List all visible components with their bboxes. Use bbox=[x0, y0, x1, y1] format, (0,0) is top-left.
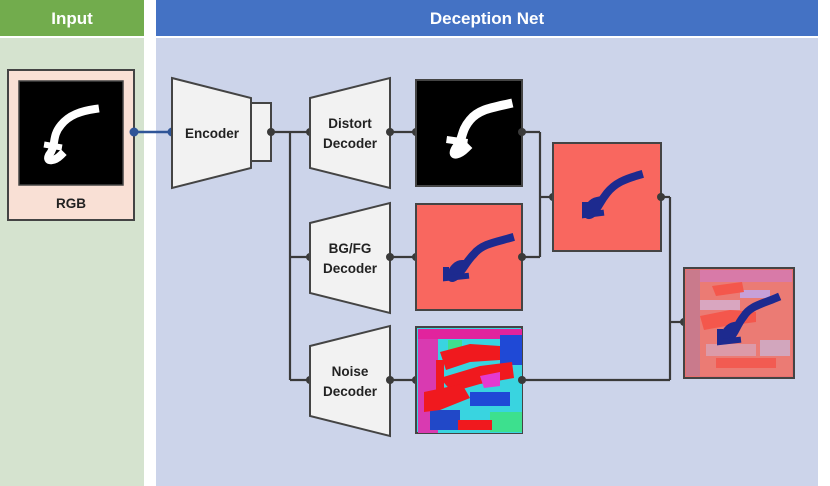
input-header-title: Input bbox=[51, 9, 93, 28]
noise-img-out-dot bbox=[518, 376, 526, 384]
noise-decoder-label-line2: Decoder bbox=[323, 384, 378, 399]
bgfg-output-digit bbox=[443, 233, 515, 282]
rgb-input-image bbox=[18, 80, 124, 186]
input-header bbox=[0, 0, 144, 36]
distort-out-dot bbox=[386, 128, 394, 136]
rgb-input-digit bbox=[43, 104, 100, 165]
encoder-out-dot bbox=[267, 128, 275, 136]
deception-net-header bbox=[156, 0, 818, 36]
distort-decoder-block bbox=[309, 76, 391, 190]
noise-out-dot bbox=[386, 376, 394, 384]
encoder-block bbox=[171, 76, 252, 190]
distort-output-digit bbox=[446, 98, 514, 159]
input-link-dot-left bbox=[129, 127, 139, 137]
encoder-label: Encoder bbox=[185, 126, 240, 141]
bgfg-decoder-label-line2: Decoder bbox=[323, 261, 378, 276]
final-output-pattern bbox=[686, 270, 792, 376]
distort-output-image bbox=[415, 79, 523, 187]
distort-decoder-label-line1: Distort bbox=[328, 116, 372, 131]
deception-net-header-title: Deception Net bbox=[430, 9, 545, 28]
distort-decoder-label-line2: Decoder bbox=[323, 136, 378, 151]
noise-decoder-label-line1: Noise bbox=[332, 364, 369, 379]
bgfg-out-dot bbox=[386, 253, 394, 261]
rgb-input-label: RGB bbox=[56, 196, 86, 211]
bgfg-decoder-block bbox=[309, 201, 391, 315]
composite-out-dot bbox=[657, 193, 665, 201]
composite-digit bbox=[582, 170, 644, 219]
bgfg-decoder-label-line1: BG/FG bbox=[329, 241, 372, 256]
noise-decoder-block bbox=[309, 324, 391, 438]
noise-output-pattern bbox=[418, 329, 522, 433]
bgfg-img-out-dot bbox=[518, 253, 526, 261]
distort-img-out-dot bbox=[518, 128, 526, 136]
